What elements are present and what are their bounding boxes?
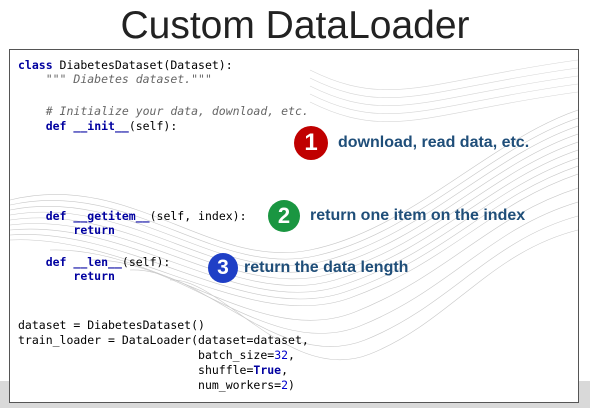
code-text: DiabetesDataset(Dataset): [52,58,233,72]
annotation-2: 2 return one item on the index [268,200,525,232]
code-line-num-workers: num_workers=2) [18,378,295,394]
slide-title: Custom DataLoader [120,4,470,47]
code-text: train_loader = DataLoader(dataset=datase… [18,333,309,347]
keyword: return [73,269,115,283]
code-block: class DiabetesDataset(Dataset): """ Diab… [10,50,309,392]
annotation-text: return the data length [244,259,409,276]
code-box: class DiabetesDataset(Dataset): """ Diab… [9,49,579,403]
number-badge-icon: 3 [208,253,238,283]
code-line-dataloader: train_loader = DataLoader(dataset=datase… [18,333,309,349]
code-line-len: def __len__(self): [18,255,171,271]
code-text: num_workers= [198,378,282,392]
code-line-comment: # Initialize your data, download, etc. [18,104,309,120]
keyword: return [73,223,115,237]
comment: # Initialize your data, download, etc. [45,104,309,118]
code-text: (self): [128,119,178,133]
number-badge-icon: 1 [294,126,328,160]
annotation-text: return one item on the index [310,207,526,224]
code-line-batch-size: batch_size=32, [18,348,295,364]
code-line-class: class DiabetesDataset(Dataset): [18,58,233,74]
function-name: __init__ [73,119,129,133]
code-line-init: def __init__(self): [18,119,178,135]
code-text: batch_size= [198,348,275,362]
number-literal: 32 [274,348,289,362]
code-text: ) [288,378,295,392]
code-line-dataset: dataset = DiabetesDataset() [18,318,205,334]
code-text: dataset = DiabetesDataset() [18,318,205,332]
keyword: def [45,209,67,223]
boolean-literal: True [253,363,282,377]
docstring: """ Diabetes dataset.""" [45,72,212,86]
code-text: , [281,363,289,377]
keyword: class [18,58,53,72]
annotation-3: 3 return the data length [208,253,408,283]
number-literal: 2 [281,378,289,392]
code-line-len-return: return [18,269,115,285]
function-name: __getitem__ [73,209,150,223]
number-badge-icon: 2 [268,200,300,232]
annotation-text: download, read data, etc. [338,134,530,151]
code-line-getitem-return: return [18,223,115,239]
keyword: def [45,255,67,269]
code-text: (self): [121,255,171,269]
code-text: , [288,348,295,362]
annotation-1: 1 download, read data, etc. [294,126,529,160]
code-line-shuffle: shuffle=True, [18,363,288,379]
keyword: def [45,119,67,133]
code-line-getitem: def __getitem__(self, index): [18,209,247,225]
wave-background-graphic [10,59,578,361]
code-text: shuffle= [198,363,254,377]
function-name: __len__ [73,255,122,269]
code-text: (self, index): [149,209,247,223]
code-line-docstring: """ Diabetes dataset.""" [18,72,212,88]
